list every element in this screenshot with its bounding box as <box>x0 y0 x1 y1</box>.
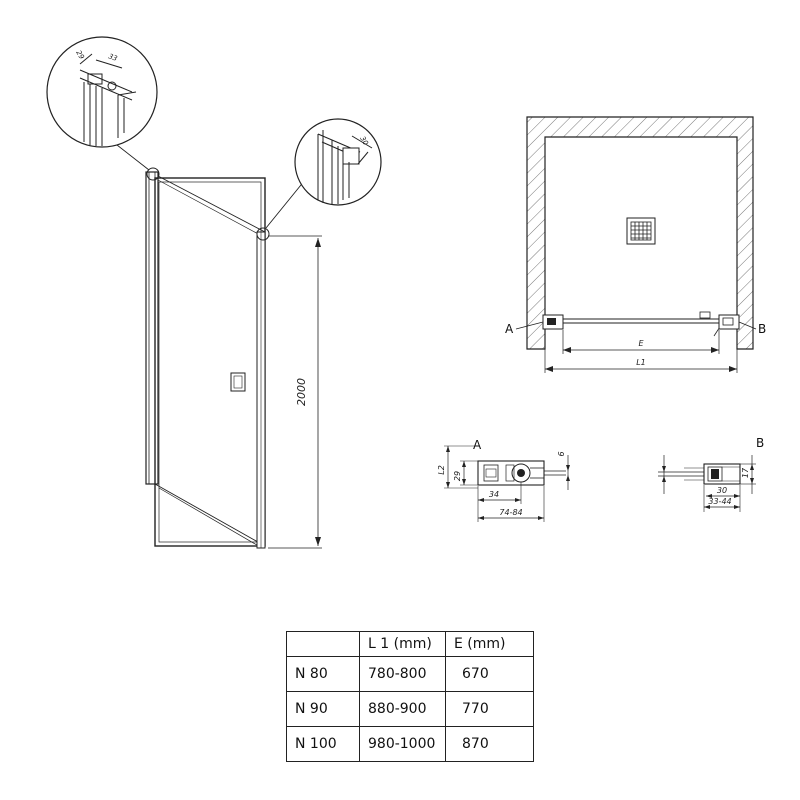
top-detail-dim-33: 33 <box>107 52 118 63</box>
table-cell-model: N 100 <box>286 726 360 762</box>
detail-a-dim-34: 34 <box>489 490 499 499</box>
plan-label-b: B <box>758 322 766 336</box>
detail-a-dim-l2: L2 <box>437 465 446 475</box>
detail-b <box>658 455 756 512</box>
table-cell-l1: 980-1000 <box>359 726 446 762</box>
table-row: N 80 780-800 670 <box>286 656 534 692</box>
detail-b-dim-33-44: 33-44 <box>708 497 731 506</box>
detail-a-dim-29: 29 <box>453 471 462 481</box>
table-cell-l1: 880-900 <box>359 691 446 727</box>
table-cell-model: N 90 <box>286 691 360 727</box>
dimension-table: L 1 (mm) E (mm) N 80 780-800 670 N 90 88… <box>286 631 534 762</box>
plan-label-a: A <box>505 322 514 336</box>
detail-b-label: B <box>756 436 764 450</box>
plan-dim-l1: L1 <box>636 358 646 367</box>
detail-a-dim-6: 6 <box>557 451 566 456</box>
detail-b-dim-17: 17 <box>741 467 750 478</box>
table-cell-e: 870 <box>445 726 534 762</box>
table-header-cell <box>286 631 360 657</box>
detail-a <box>444 445 570 522</box>
table-cell-e: 770 <box>445 691 534 727</box>
top-detail-dim-29: 29 <box>74 49 86 61</box>
plan-dim-e: E <box>638 339 644 348</box>
table-header-row: L 1 (mm) E (mm) <box>286 631 534 657</box>
detail-b-dim-30: 30 <box>717 486 727 495</box>
door-elevation <box>46 36 382 549</box>
table-header-cell: L 1 (mm) <box>359 631 446 657</box>
side-detail-dim-30: 30 <box>358 135 370 147</box>
table-row: N 90 880-900 770 <box>286 691 534 727</box>
table-cell-e: 670 <box>445 656 534 692</box>
detail-a-label: A <box>473 438 482 452</box>
height-dimension-label: 2000 <box>295 378 308 406</box>
plan-view <box>515 116 757 373</box>
table-header-cell: E (mm) <box>445 631 534 657</box>
detail-a-dim-74-84: 74-84 <box>499 508 522 517</box>
table-cell-l1: 780-800 <box>359 656 446 692</box>
table-row: N 100 980-1000 870 <box>286 726 534 762</box>
table-cell-model: N 80 <box>286 656 360 692</box>
